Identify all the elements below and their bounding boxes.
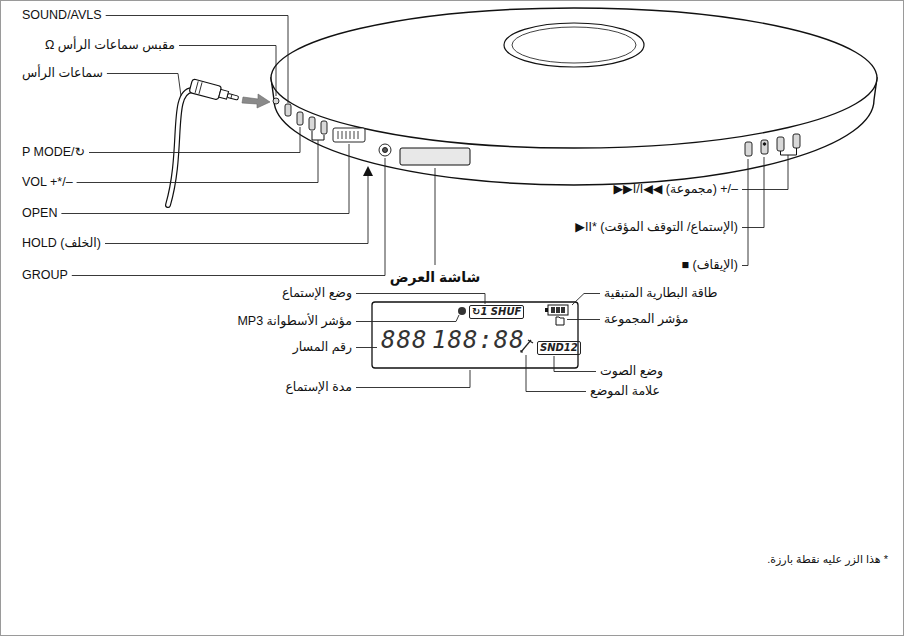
lcd-digits: 888 xyxy=(381,326,427,354)
leader-line xyxy=(61,144,349,214)
leader-line xyxy=(356,370,470,388)
right-controls xyxy=(745,134,800,156)
control-label: SOUND/AVLS xyxy=(22,8,102,23)
footnote: * هذا الزر عليه نقطة بارزة. xyxy=(767,552,888,566)
control-label: VOL +*/– xyxy=(22,175,73,190)
battery-icon xyxy=(545,305,568,315)
leader-line xyxy=(742,155,788,190)
leader-line xyxy=(742,157,764,228)
display-window xyxy=(400,148,470,165)
headphone-plug xyxy=(168,79,270,205)
lcd-indicator: ↻1 SHUF xyxy=(469,305,524,319)
group-icon xyxy=(556,317,564,325)
control-label: ■ (الإيقاف) xyxy=(681,258,738,273)
switch-ribs xyxy=(338,131,358,139)
leader-line xyxy=(105,176,368,244)
lcd-callout: علامة الموضع xyxy=(590,384,660,399)
lcd-callout: طاقة البطارية المتبقية xyxy=(604,286,718,301)
hold-arrow xyxy=(363,166,373,176)
lcd-indicator: SND12 xyxy=(537,341,581,355)
bracket xyxy=(781,148,797,155)
lcd-callout: مؤشر الأسطوانة MP3 xyxy=(237,314,352,329)
leader-line xyxy=(107,74,181,97)
leader-line xyxy=(106,16,288,104)
lcd-callout: وضع الصوت xyxy=(600,364,663,379)
mp3-indicator xyxy=(458,307,466,315)
leader-line xyxy=(567,319,600,320)
lcd-digits: 188:88 xyxy=(432,326,525,354)
bracket xyxy=(312,131,324,140)
leader-line xyxy=(72,158,385,276)
lcd-callout: وضع الإستماع xyxy=(282,286,352,301)
leader-line xyxy=(742,159,748,266)
leader-line xyxy=(89,127,300,153)
lcd-panel xyxy=(372,302,578,368)
control-label: OPEN xyxy=(22,206,57,221)
leader-line xyxy=(435,168,436,265)
leader-line xyxy=(356,347,377,348)
control-label: HOLD (الخلف) xyxy=(22,236,101,251)
lcd-callout: مدة الإستماع xyxy=(285,380,352,395)
lcd-callout: مؤشر المجموعة xyxy=(604,312,688,327)
headphones-label: سماعات الرأس xyxy=(22,66,103,81)
jack-label: مقبس سماعات الرأس Ω xyxy=(45,38,175,53)
leader-line xyxy=(77,140,318,183)
leader-line xyxy=(554,356,596,372)
leader-line xyxy=(356,315,459,322)
leader-line xyxy=(572,294,600,306)
control-label: GROUP xyxy=(22,268,68,283)
leader-line xyxy=(179,46,276,97)
control-label: ▶▶I/I◀◀ (مجموعة) +/– xyxy=(614,182,739,197)
display-heading: شاشة العرض xyxy=(390,268,481,286)
control-label: P MODE/↻ xyxy=(22,145,85,160)
control-label: ▶II* (الإستماع/ التوقف المؤقت) xyxy=(575,220,738,235)
leader-line xyxy=(356,294,485,305)
lcd-callout: رقم المسار xyxy=(293,340,352,355)
left-controls xyxy=(273,98,391,156)
leader-line xyxy=(526,355,586,392)
player-body xyxy=(271,8,877,185)
